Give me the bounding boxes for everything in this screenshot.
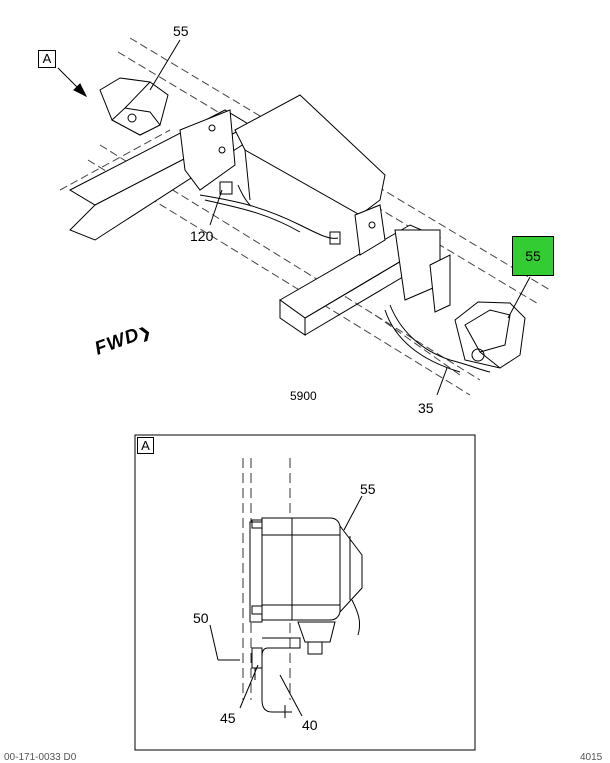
view-label-a-detail: A (137, 437, 154, 454)
callout-40: 40 (302, 717, 318, 733)
callout-35: 35 (418, 400, 434, 416)
callout-120: 120 (190, 228, 214, 244)
footer-right: 4015 (580, 752, 603, 763)
detail-view-frame (134, 434, 476, 751)
work-light-right (454, 301, 526, 369)
callout-45: 45 (220, 710, 236, 726)
wiring-harness (199, 181, 491, 373)
work-light-top-left (99, 77, 169, 136)
mounting-plate (234, 94, 386, 216)
callout-55-detail: 55 (360, 481, 376, 497)
left-bracket (179, 109, 236, 191)
callout-55-top-left: 55 (173, 23, 189, 39)
footer-left: 00-171-0033 D0 (4, 752, 77, 763)
detail-work-light (249, 517, 363, 655)
detail-bracket (251, 637, 301, 718)
callout-50: 50 (193, 610, 209, 626)
view-label-a-main: A (38, 50, 56, 68)
callout-55-highlighted: 55 (512, 236, 554, 276)
highlighted-label: 55 (525, 248, 541, 264)
right-bracket (354, 204, 451, 313)
figure-number: 5900 (290, 389, 317, 403)
